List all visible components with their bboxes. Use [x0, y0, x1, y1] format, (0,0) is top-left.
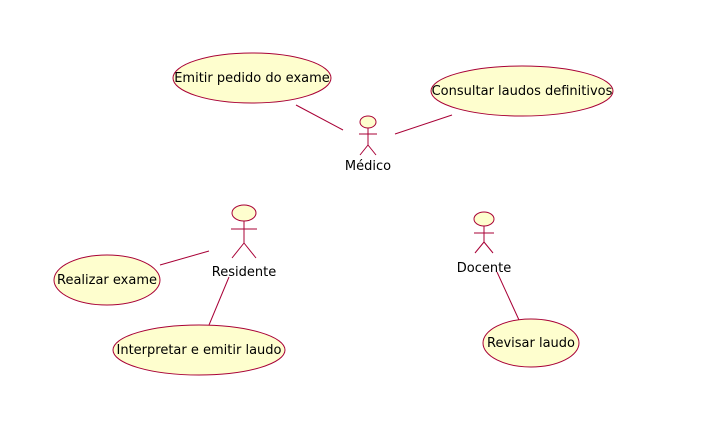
assoc-medico-consultar-laudos [394, 114, 453, 135]
actor-residente-label: Residente [212, 265, 276, 280]
actor-residente-head [231, 204, 257, 222]
use-case-consultar-laudos: Consultar laudos definitivos [430, 65, 614, 117]
actor-medico-label: Médico [345, 159, 391, 174]
assoc-docente-revisar-laudo [496, 271, 520, 321]
actor-residente: Residente [212, 204, 276, 280]
use-case-revisar-laudo-label: Revisar laudo [487, 336, 575, 351]
actor-docente-label: Docente [457, 261, 511, 276]
actor-medico-head [359, 115, 377, 129]
assoc-residente-realizar-exame [159, 250, 210, 266]
actor-medico: Médico [345, 115, 391, 174]
assoc-residente-interpretar-laudo [208, 276, 230, 326]
actor-docente-head [473, 211, 495, 227]
use-case-realizar-exame: Realizar exame [53, 254, 161, 306]
use-case-interpretar-laudo: Interpretar e emitir laudo [112, 324, 286, 376]
use-case-revisar-laudo: Revisar laudo [482, 318, 580, 368]
assoc-medico-emitir-pedido [295, 104, 344, 131]
use-case-consultar-laudos-label: Consultar laudos definitivos [432, 84, 613, 99]
use-case-emitir-pedido-label: Emitir pedido do exame [174, 71, 330, 86]
actor-docente: Docente [457, 211, 511, 276]
use-case-realizar-exame-label: Realizar exame [57, 273, 157, 288]
use-case-interpretar-laudo-label: Interpretar e emitir laudo [117, 343, 282, 358]
use-case-emitir-pedido: Emitir pedido do exame [172, 52, 332, 104]
